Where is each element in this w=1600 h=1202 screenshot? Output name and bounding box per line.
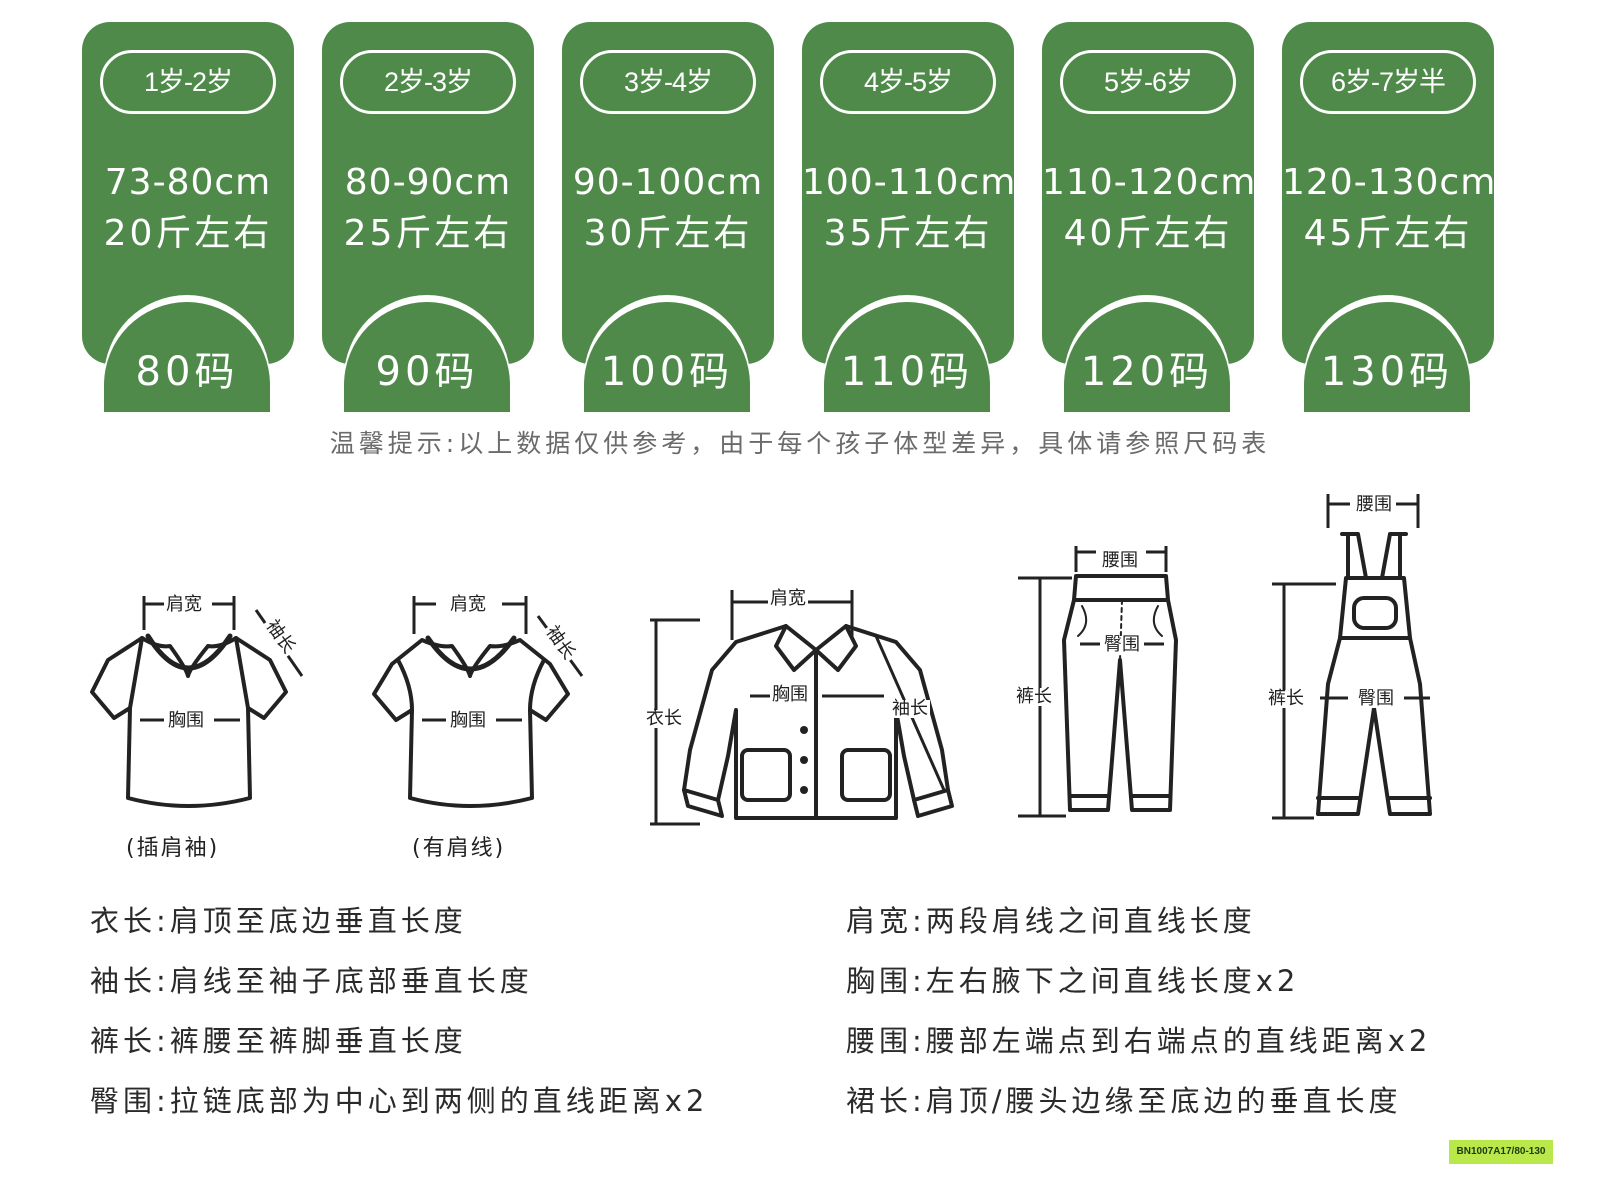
set-in-caption: (有肩线) [412,836,506,861]
shoulder-width-label: 肩宽 [448,594,488,615]
jacket-diagram: 肩宽 胸围 衣长 袖长 [640,580,960,840]
product-code-tag: BN1007A17/80-130 [1449,1140,1553,1164]
pants-illustration [1018,546,1178,818]
set-in-tee-diagram: 肩宽 袖长 胸围 (有肩线) [362,590,602,861]
size-label: 120码 [1064,302,1230,412]
definition-waist: 腰围:腰部左端点到右端点的直线距离x2 [846,1024,1432,1058]
raglan-caption: (插肩袖) [126,836,220,861]
size-cards: 1岁-2岁 73-80cm 20斤左右 80码 2岁-3岁 80-90cm 25… [82,22,1522,412]
definition-shoulder-width: 肩宽:两段肩线之间直线长度 [846,904,1256,938]
pants-length-label: 裤长 [1014,686,1054,707]
reference-tip: 温馨提示:以上数据仅供参考，由于每个孩子体型差异，具体请参照尺码表 [329,429,1271,458]
weight-range: 45斤左右 [1303,213,1473,254]
size-card-120: 5岁-6岁 110-120cm 40斤左右 120码 [1042,22,1257,412]
pants-diagram: 腰围 臀围 裤长 [1010,540,1200,830]
pants-length-label: 裤长 [1266,688,1306,709]
age-range-pill: 4岁-5岁 [820,50,996,114]
overalls-illustration [1272,494,1432,820]
definition-chest: 胸围:左右腋下之间直线长度x2 [846,964,1300,998]
jacket-illustration [650,590,954,826]
height-range: 80-90cm [344,162,512,203]
height-range: 120-130cm [1282,162,1497,203]
height-range: 90-100cm [572,162,764,203]
weight-range: 40斤左右 [1063,213,1233,254]
age-range-pill: 6岁-7岁半 [1300,50,1476,114]
raglan-tee-diagram: 肩宽 袖长 胸围 (插肩袖) [80,590,320,861]
definition-skirt-length: 裙长:肩顶/腰头边缘至底边的垂直长度 [846,1084,1402,1118]
set-in-tee-illustration [372,596,584,808]
height-range: 100-110cm [802,162,1017,203]
chest-label: 胸围 [770,684,810,705]
size-label: 100码 [584,302,750,412]
size-card-130: 6岁-7岁半 120-130cm 45斤左右 130码 [1282,22,1497,412]
age-range-pill: 2岁-3岁 [340,50,516,114]
definition-sleeve-length: 袖长:肩线至袖子底部垂直长度 [90,964,533,998]
shoulder-width-label: 肩宽 [768,588,808,609]
age-range-pill: 3岁-4岁 [580,50,756,114]
size-card-90: 2岁-3岁 80-90cm 25斤左右 90码 [322,22,534,412]
weight-range: 20斤左右 [103,213,273,254]
hip-label: 臀围 [1102,634,1142,655]
size-card-110: 4岁-5岁 100-110cm 35斤左右 110码 [802,22,1017,412]
weight-range: 25斤左右 [343,213,513,254]
chest-label: 胸围 [448,710,488,731]
size-label: 110码 [824,302,990,412]
size-label: 130码 [1304,302,1470,412]
waist-label: 腰围 [1354,494,1394,515]
height-range: 110-120cm [1042,162,1257,203]
hip-label: 臀围 [1356,688,1396,709]
age-range-pill: 5岁-6岁 [1060,50,1236,114]
definition-pants-length: 裤长:裤腰至裤脚垂直长度 [90,1024,467,1058]
overalls-diagram: 腰围 臀围 裤长 [1262,488,1462,828]
sleeve-length-label: 袖长 [890,698,930,719]
height-range: 73-80cm [104,162,272,203]
body-length-label: 衣长 [644,708,684,729]
age-range-pill: 1岁-2岁 [100,50,276,114]
size-label: 90码 [344,302,510,412]
size-label: 80码 [104,302,270,412]
chest-label: 胸围 [166,710,206,731]
size-card-80: 1岁-2岁 73-80cm 20斤左右 80码 [82,22,294,412]
definition-hip: 臀围:拉链底部为中心到两侧的直线距离x2 [90,1084,709,1118]
shoulder-width-label: 肩宽 [164,594,204,615]
weight-range: 35斤左右 [823,213,993,254]
weight-range: 30斤左右 [583,213,753,254]
definition-body-length: 衣长:肩顶至底边垂直长度 [90,904,467,938]
waist-label: 腰围 [1100,550,1140,571]
size-card-100: 3岁-4岁 90-100cm 30斤左右 100码 [562,22,774,412]
